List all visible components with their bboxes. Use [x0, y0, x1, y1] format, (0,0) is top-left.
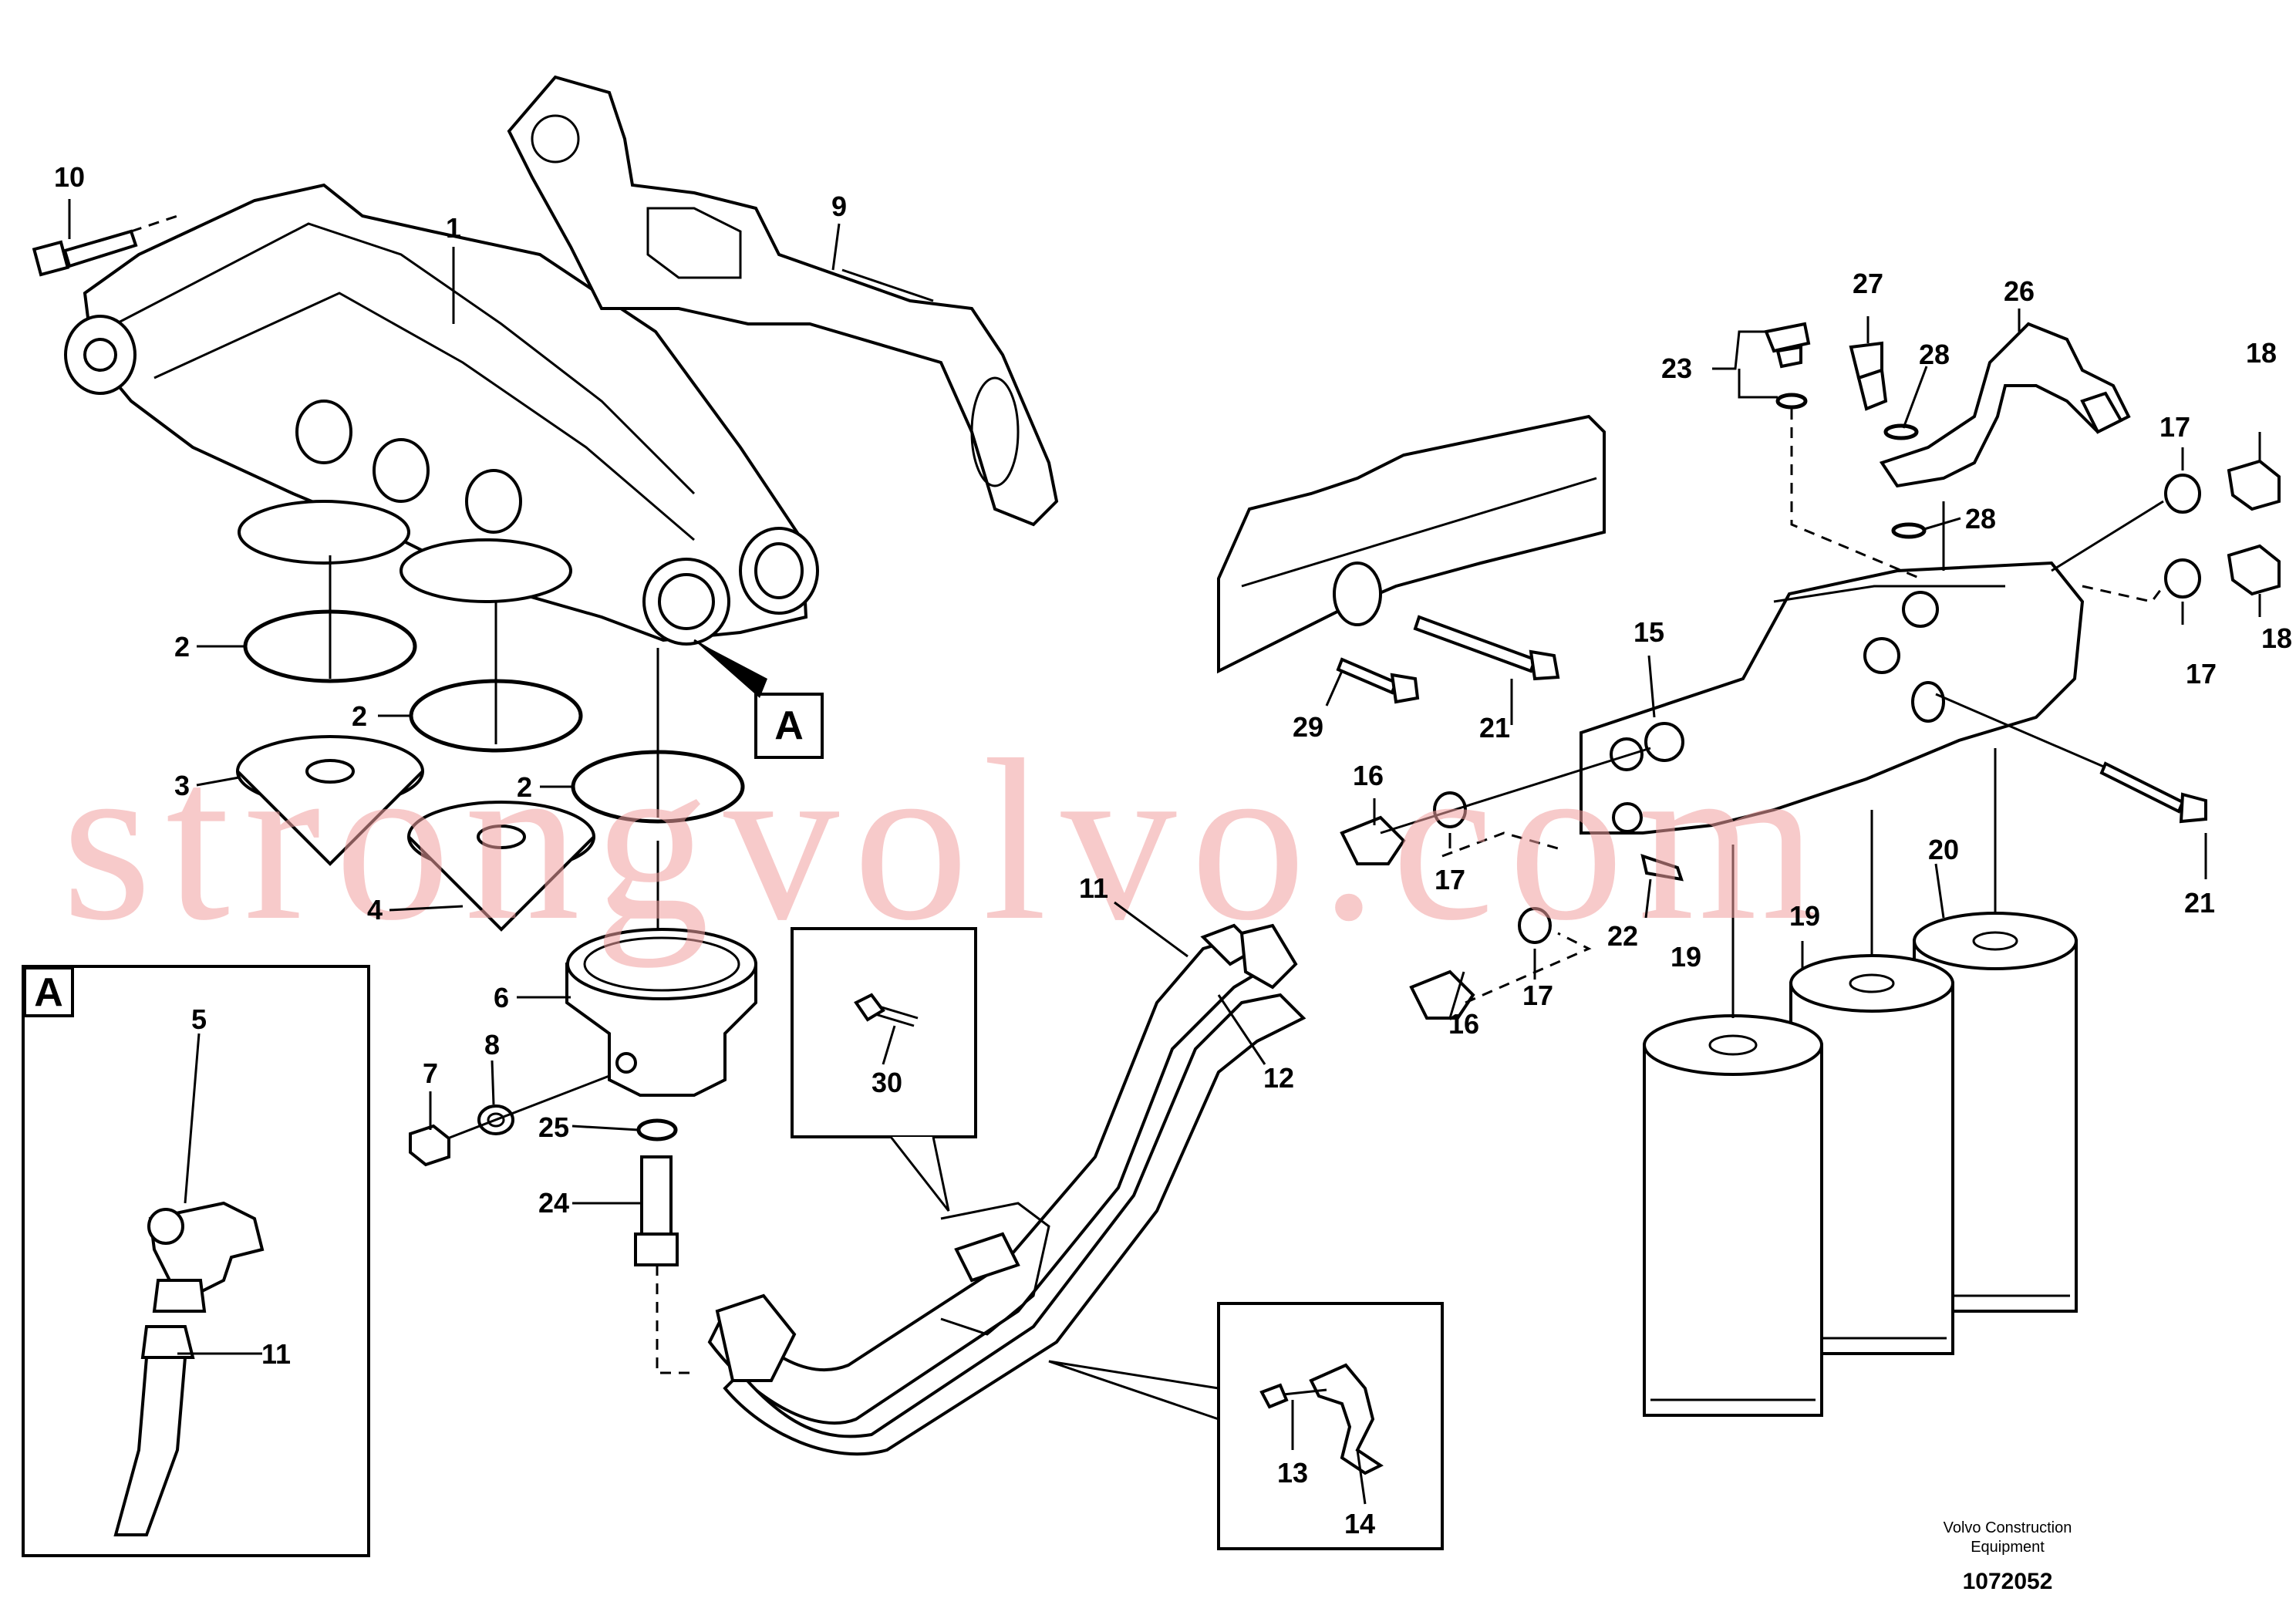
oil-pipe — [707, 923, 1306, 1456]
inset-title: A — [34, 970, 63, 1015]
callout-11: 11 — [261, 1338, 291, 1370]
callout-7: 7 — [423, 1057, 438, 1089]
gasket — [507, 75, 1059, 527]
bracket — [1217, 414, 1606, 674]
callout-17: 17 — [1522, 980, 1553, 1011]
washer — [2164, 474, 2201, 514]
plug — [2227, 459, 2281, 596]
callout-24: 24 — [538, 1187, 569, 1219]
washer — [1518, 907, 1552, 944]
detail-callout-box — [791, 927, 977, 1212]
callout-28: 28 — [1965, 503, 1996, 534]
callout-2: 2 — [174, 631, 190, 663]
callout-16: 16 — [1353, 760, 1384, 791]
callout-18: 18 — [2261, 622, 2292, 654]
callout-13: 13 — [1277, 1457, 1308, 1489]
washer — [2164, 558, 2201, 599]
filter-housing-bowl — [565, 928, 757, 1097]
callout-21: 21 — [2184, 887, 2215, 919]
callout-9: 9 — [831, 191, 847, 222]
callout-4: 4 — [367, 894, 383, 926]
bolt — [32, 229, 138, 277]
drain-plug — [409, 1124, 450, 1167]
filter-cup — [236, 735, 424, 866]
oil-filter-cartridge — [1643, 1014, 1823, 1417]
callout-21: 21 — [1479, 712, 1510, 744]
detail-marker-a — [693, 639, 824, 759]
filter-cup — [407, 801, 595, 932]
callout-29: 29 — [1293, 711, 1323, 743]
detail-marker-label: A — [774, 703, 804, 748]
fitting — [1340, 815, 1475, 1020]
callout-27: 27 — [1853, 268, 1883, 299]
callout-17: 17 — [2159, 411, 2190, 443]
callout-2: 2 — [352, 700, 367, 732]
callout-1: 1 — [446, 212, 461, 244]
o-ring — [1891, 522, 1927, 539]
credit-division: Equipment — [1971, 1539, 2045, 1556]
callout-18: 18 — [2246, 337, 2277, 369]
callout-20: 20 — [1928, 834, 1959, 865]
callout-19: 19 — [1671, 941, 1701, 973]
callout-11: 11 — [1079, 872, 1108, 904]
banjo-bolt — [1849, 341, 1888, 411]
credit-company: Volvo Construction — [1944, 1519, 2072, 1536]
callout-30: 30 — [872, 1067, 902, 1098]
detail-inset-a — [22, 965, 370, 1557]
oil-filter-housing — [64, 183, 819, 646]
callout-23: 23 — [1661, 352, 1692, 384]
vent-screw — [1764, 322, 1811, 410]
callout-16: 16 — [1448, 1008, 1479, 1040]
bolt — [1336, 615, 2207, 824]
callout-6: 6 — [494, 982, 509, 1013]
callout-14: 14 — [1344, 1508, 1375, 1539]
callout-2: 2 — [517, 771, 532, 803]
clamp-detail-box — [1048, 1302, 1444, 1550]
callout-19: 19 — [1789, 900, 1820, 932]
o-ring — [1883, 423, 1919, 440]
callout-3: 3 — [174, 770, 190, 801]
screw — [1640, 853, 1684, 882]
callout-10: 10 — [54, 161, 85, 193]
watermark: strongvolvo.com — [62, 712, 1832, 969]
callout-17: 17 — [2186, 658, 2217, 690]
callout-22: 22 — [1607, 920, 1638, 952]
breather-hose — [1879, 322, 2131, 488]
callout-26: 26 — [2004, 275, 2035, 307]
connector-pipe — [634, 1155, 679, 1266]
callout-15: 15 — [1633, 616, 1664, 648]
callout-12: 12 — [1263, 1062, 1294, 1094]
callout-8: 8 — [484, 1029, 500, 1061]
filter-head — [1580, 561, 2085, 835]
o-ring — [636, 1118, 678, 1141]
washer — [1433, 791, 1467, 828]
callout-5: 5 — [191, 1003, 207, 1035]
callout-28: 28 — [1919, 339, 1950, 370]
callout-25: 25 — [538, 1111, 569, 1143]
document-number: 1072052 — [1963, 1569, 2053, 1594]
callout-17: 17 — [1435, 864, 1465, 895]
